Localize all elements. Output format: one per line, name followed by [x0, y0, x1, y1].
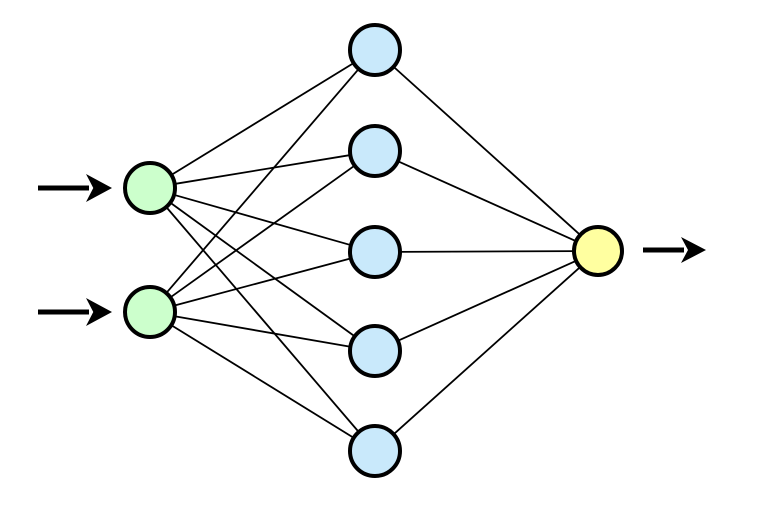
edge-i1-h5 — [164, 205, 361, 434]
input-arrow-2-head — [86, 298, 112, 326]
input-node-2[interactable] — [123, 285, 177, 339]
edge-h4-o1 — [396, 259, 578, 343]
edge-h5-o1 — [391, 265, 582, 436]
edge-i1-h3 — [172, 193, 353, 247]
edge-i2-h2 — [168, 163, 357, 300]
hidden-node-3[interactable] — [348, 225, 402, 279]
nodes-group — [123, 23, 624, 478]
edge-h2-o1 — [396, 159, 578, 243]
output-node-1[interactable] — [572, 225, 624, 277]
hidden-node-4[interactable] — [348, 324, 402, 378]
edge-h3-o1 — [398, 250, 576, 253]
hidden-node-1[interactable] — [348, 23, 402, 77]
edge-i1-h1 — [169, 61, 356, 177]
edges-group — [164, 61, 582, 440]
hidden-node-2[interactable] — [348, 124, 402, 178]
edge-i2-h5 — [169, 323, 356, 440]
hidden-node-5[interactable] — [348, 424, 402, 478]
output-arrow-1-head — [681, 237, 706, 263]
edge-h1-o1 — [391, 65, 582, 237]
edge-i2-h1 — [164, 67, 361, 295]
io-arrows-group — [38, 174, 706, 326]
input-arrow-1-head — [86, 174, 112, 202]
input-arrow-1 — [38, 174, 112, 202]
edge-i1-h2 — [173, 153, 352, 186]
output-arrow-1 — [643, 237, 706, 263]
edge-i1-h4 — [168, 201, 357, 338]
input-arrow-2 — [38, 298, 112, 326]
edge-i2-h4 — [173, 315, 352, 348]
edge-i2-h3 — [172, 257, 353, 307]
input-node-1[interactable] — [123, 161, 177, 215]
